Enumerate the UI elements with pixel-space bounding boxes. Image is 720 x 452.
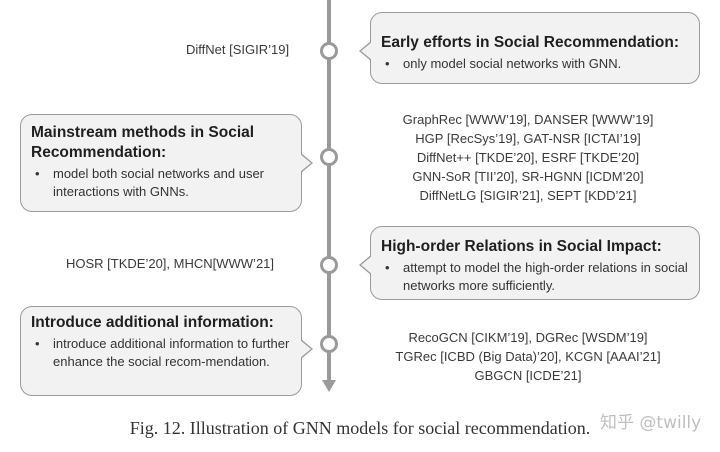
reference-line: HGP [RecSys’19], GAT-NSR [ICTAI’19] xyxy=(415,131,641,146)
callout-title: High-order Relations in Social Impact: xyxy=(381,233,689,257)
bullet-text: only model social networks with GNN. xyxy=(403,56,622,71)
reference-group-early: DiffNet [SIGIR’19] xyxy=(186,40,289,59)
callout-bullet: •only model social networks with GNN. xyxy=(385,56,622,71)
callout-high-order-relations: High-order Relations in Social Impact: •… xyxy=(359,226,700,300)
reference-line: TGRec [ICBD (Big Data)’20], KCGN [AAAI’2… xyxy=(395,349,661,364)
reference-line: GraphRec [WWW’19], DANSER [WWW’19] xyxy=(402,112,654,127)
callout-title: Early efforts in Social Recommendation: xyxy=(381,19,689,53)
callout-title-line: Recommendation: xyxy=(31,144,167,161)
reference-line: GBGCN [ICDE’21] xyxy=(474,368,582,383)
figure-caption: Fig. 12. Illustration of GNN models for … xyxy=(129,418,591,438)
callout-title-line: Early efforts in Social Recommendation: xyxy=(381,34,680,51)
reference-line: RecoGCN [CIKM’19], DGRec [WSDM’19] xyxy=(408,330,648,345)
reference-line: DiffNet [SIGIR’19] xyxy=(186,42,290,57)
bullet-text: attempt to model the high-order relation… xyxy=(403,260,688,293)
timeline-arrowhead xyxy=(322,380,336,392)
callout-pointer-fill xyxy=(361,42,372,60)
callout-title: Mainstream methods in Social Recommendat… xyxy=(31,121,291,163)
callout-bullet: •attempt to model the high-order relatio… xyxy=(385,260,688,293)
callout-bullets: •only model social networks with GNN. xyxy=(381,55,689,73)
callout-bullets: •model both social networks and user int… xyxy=(31,165,291,201)
callout-pointer-fill xyxy=(361,256,372,274)
callout-pointer-fill xyxy=(300,340,311,358)
reference-group-mainstream: GraphRec [WWW’19], DANSER [WWW’19] HGP [… xyxy=(358,110,698,205)
callout-title-line: Mainstream methods in Social xyxy=(31,124,255,141)
timeline-node-4 xyxy=(320,335,338,353)
reference-group-high-order: HOSR [TKDE’20], MHCN[WWW’21] xyxy=(66,254,274,273)
callout-pointer-fill xyxy=(300,154,311,172)
callout-bullet: •introduce additional information to fur… xyxy=(35,336,290,369)
timeline-axis xyxy=(327,0,331,384)
timeline-node-2 xyxy=(320,148,338,166)
reference-line: DiffNetLG [SIGIR’21], SEPT [KDD’21] xyxy=(419,188,637,203)
reference-line: HOSR [TKDE’20], MHCN[WWW’21] xyxy=(66,256,275,271)
callout-title-line: High-order Relations in Social Impact: xyxy=(381,238,662,255)
callout-title: Introduce additional information: xyxy=(31,313,291,333)
callout-additional-information: Introduce additional information: •intro… xyxy=(20,306,313,396)
bullet-text: introduce additional information to furt… xyxy=(53,336,290,369)
timeline-node-1 xyxy=(320,42,338,60)
callout-bullets: •introduce additional information to fur… xyxy=(31,335,291,371)
reference-line: GNN-SoR [TII’20], SR-HGNN [ICDM’20] xyxy=(412,169,644,184)
timeline-node-3 xyxy=(320,256,338,274)
callout-early-efforts: Early efforts in Social Recommendation: … xyxy=(359,12,700,84)
callout-bullet: •model both social networks and user int… xyxy=(35,166,265,199)
bullet-text: model both social networks and user inte… xyxy=(53,166,265,199)
callout-title-line: Introduce additional information: xyxy=(31,314,274,331)
reference-group-additional: RecoGCN [CIKM’19], DGRec [WSDM’19] TGRec… xyxy=(358,328,698,385)
watermark: 知乎 @twilly xyxy=(600,413,702,433)
reference-line: DiffNet++ [TKDE’20], ESRF [TKDE’20] xyxy=(416,150,640,165)
callout-bullets: •attempt to model the high-order relatio… xyxy=(381,259,689,295)
callout-mainstream-methods: Mainstream methods in Social Recommendat… xyxy=(20,114,313,212)
